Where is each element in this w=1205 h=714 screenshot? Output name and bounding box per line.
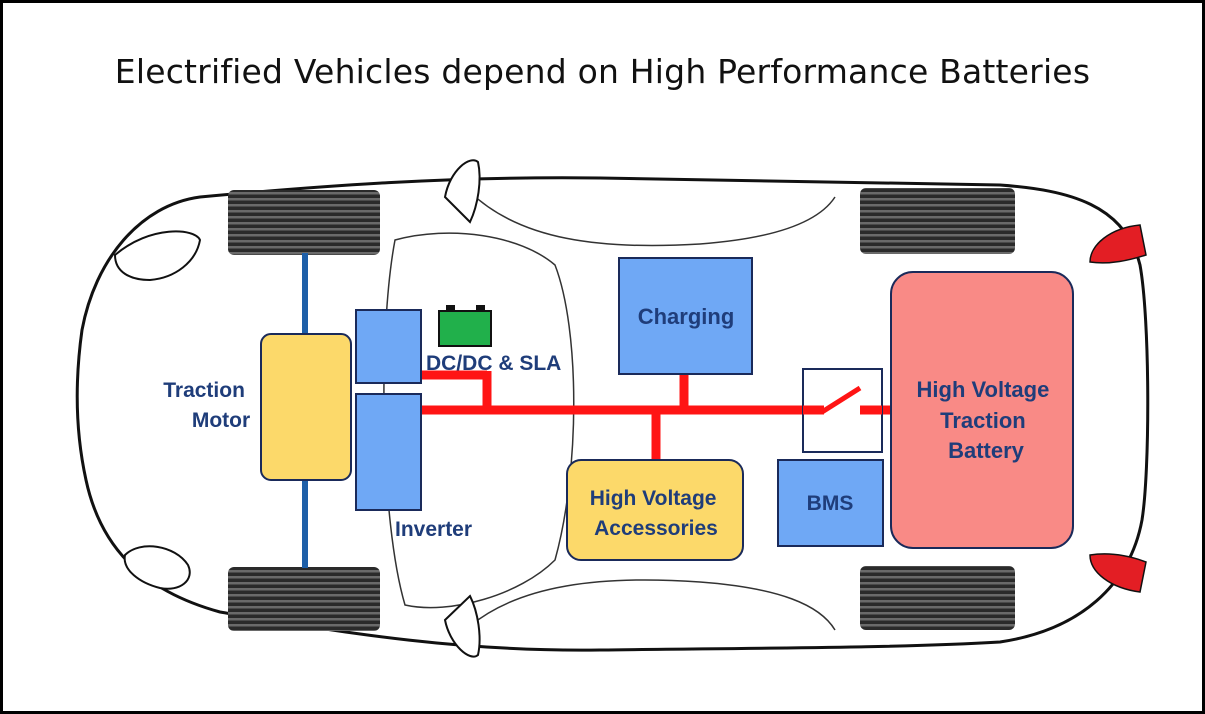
mirror-top [443, 159, 481, 224]
mirror-bottom [443, 594, 481, 658]
roof-line-bottom [469, 579, 836, 631]
traction-motor-block [260, 333, 352, 481]
hv-battery-label-line1: High Voltage [917, 377, 1050, 402]
charging-label: Charging [638, 304, 735, 329]
charging-block [618, 257, 753, 375]
hv-accessories-label: High Voltage Accessories [590, 487, 723, 540]
traction-motor-label-line2: Motor [192, 409, 250, 432]
dcdc-block [355, 309, 422, 384]
wheel-rear-bottom [860, 566, 1015, 630]
hv-accessories-label-line2: Accessories [594, 517, 718, 540]
hv-traction-battery-block [890, 271, 1074, 549]
wheel-front-bottom [228, 567, 380, 631]
hv-accessories-label-line1: High Voltage [590, 487, 717, 510]
hv-battery-label: High Voltage Traction Battery [917, 377, 1056, 463]
roof-line-top [469, 191, 836, 247]
sla-battery-icon [438, 305, 492, 347]
contactor-switch-blade [820, 385, 862, 415]
hv-battery-label-line3: Battery [948, 438, 1025, 463]
headlight-top [113, 230, 202, 282]
traction-motor-label-line1: Traction [163, 379, 245, 402]
hv-accessories-block [566, 459, 744, 561]
traction-motor-label: Traction Motor [163, 379, 251, 432]
hv-battery-label-line2: Traction [940, 408, 1026, 433]
diagram-title: Electrified Vehicles depend on High Perf… [114, 52, 1091, 91]
inverter-label: Inverter [395, 518, 472, 541]
wheel-rear-top [860, 188, 1015, 254]
taillight-bottom [1089, 553, 1147, 593]
bms-label: BMS [807, 492, 854, 515]
taillight-top [1089, 224, 1147, 264]
hv-wiring [421, 370, 892, 460]
headlight-bottom [123, 545, 191, 590]
dcdc-sla-label: DC/DC & SLA [426, 352, 561, 375]
inverter-block [355, 393, 422, 511]
bms-block [777, 459, 884, 547]
wheel-front-top [228, 190, 380, 255]
